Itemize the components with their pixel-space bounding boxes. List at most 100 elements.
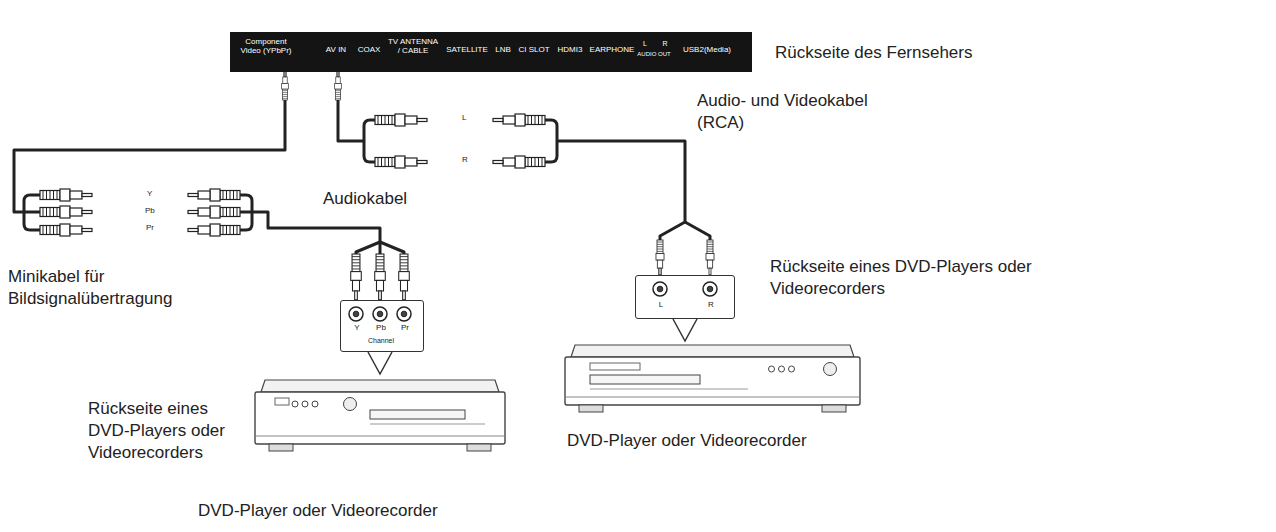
plug-pin xyxy=(337,71,339,77)
port-label: COAX xyxy=(354,46,384,55)
plug-boot xyxy=(707,240,713,253)
plug-pin xyxy=(284,71,286,77)
plug-collar xyxy=(399,272,410,281)
device-caption: Rückseite eines DVD-Players oder Videore… xyxy=(770,256,1070,300)
plug-ridge xyxy=(657,242,663,243)
plug-collar xyxy=(351,272,362,281)
plug-ridge xyxy=(376,259,384,260)
player-display xyxy=(275,398,289,405)
plug-ridge xyxy=(223,226,224,235)
plug-ridge xyxy=(531,116,532,125)
player-body xyxy=(565,357,860,405)
plug-ridge xyxy=(400,265,408,266)
cable-label: Audiokabel xyxy=(323,188,407,210)
plug-boot xyxy=(525,116,545,125)
plug-ridge xyxy=(538,116,539,125)
plug-ridge xyxy=(388,116,389,125)
plug-ridge xyxy=(385,116,386,125)
plug-pin xyxy=(659,268,661,275)
plug-ridge xyxy=(378,158,379,167)
rca-plug xyxy=(375,114,427,126)
disc-tray xyxy=(590,375,700,384)
rca-plug xyxy=(375,156,427,168)
plug-ridge xyxy=(352,265,360,266)
channel-letter: R xyxy=(462,155,468,165)
jack-pin xyxy=(353,311,359,317)
plug-sleeve xyxy=(405,158,417,166)
plug-collar xyxy=(60,224,70,236)
plug-ridge xyxy=(657,246,663,247)
plug-ridge xyxy=(657,249,663,250)
plug-ridge xyxy=(400,262,408,263)
plug-pin xyxy=(417,161,427,164)
plug-collar xyxy=(656,253,664,260)
player-trim xyxy=(565,397,860,398)
plug-pin xyxy=(709,268,711,275)
player-button xyxy=(312,401,318,407)
plug-ridge xyxy=(376,256,384,257)
plug-pin xyxy=(82,229,92,232)
connector-panel: YPbPrChannel xyxy=(340,300,424,352)
rca-plug xyxy=(40,224,92,236)
plug-sleeve xyxy=(198,226,210,234)
plug-boot xyxy=(376,254,384,272)
player-button xyxy=(302,401,308,407)
plug-ridge xyxy=(53,191,54,200)
plug-collar xyxy=(210,189,220,201)
dvd-player xyxy=(565,345,860,412)
plug-ridge xyxy=(283,98,288,99)
plug-sleeve xyxy=(352,280,359,291)
plug-ridge xyxy=(381,116,382,125)
plug-sleeve xyxy=(70,191,82,199)
plug-ridge xyxy=(542,116,543,125)
plug-sleeve xyxy=(503,158,515,166)
plug-ridge xyxy=(392,158,393,167)
plug-ridge xyxy=(400,256,408,257)
plug-ridge xyxy=(46,226,47,235)
channel-letter: Pb xyxy=(145,206,155,216)
plug-ridge xyxy=(283,92,288,93)
jack-pin xyxy=(657,286,663,292)
plug-boot xyxy=(336,89,341,100)
plug-ridge xyxy=(46,191,47,200)
port-label: L xyxy=(653,301,669,310)
plug-ridge xyxy=(388,158,389,167)
plug-ridge xyxy=(53,208,54,217)
player-foot xyxy=(579,405,603,412)
plug-pin xyxy=(493,161,503,164)
plug-ridge xyxy=(223,208,224,217)
port-label: Pb xyxy=(373,324,389,333)
player-lid xyxy=(261,380,499,392)
jack-socket xyxy=(349,307,363,321)
plug-ridge xyxy=(336,96,341,97)
jack-socket xyxy=(397,307,411,321)
jack-socket xyxy=(703,282,717,296)
jack-pin xyxy=(401,311,407,317)
player-lid xyxy=(571,345,854,357)
jack-socket xyxy=(653,282,667,296)
callout-pointer xyxy=(673,319,697,341)
plug-ridge xyxy=(223,191,224,200)
rca-plug xyxy=(493,156,545,168)
plug-ridge xyxy=(385,158,386,167)
player-foot xyxy=(269,444,293,451)
port-label: Channel xyxy=(341,337,421,345)
plug-ridge xyxy=(57,226,58,235)
port-label: R xyxy=(703,301,719,310)
plug-boot xyxy=(657,240,663,253)
plug-ridge xyxy=(336,92,341,93)
plug-pin xyxy=(188,194,198,197)
plug-ridge xyxy=(50,226,51,235)
plug-ridge xyxy=(542,158,543,167)
plug-ridge xyxy=(352,268,360,269)
plug-collar xyxy=(60,206,70,218)
plug-ridge xyxy=(531,158,532,167)
dvd-player xyxy=(255,380,505,451)
plug-pin xyxy=(355,291,358,300)
plug-pin xyxy=(493,119,503,122)
plug-ridge xyxy=(283,96,288,97)
plug-collar xyxy=(515,156,525,168)
plug-sleeve xyxy=(198,208,210,216)
plug-ridge xyxy=(46,208,47,217)
plug-ridge xyxy=(237,191,238,200)
